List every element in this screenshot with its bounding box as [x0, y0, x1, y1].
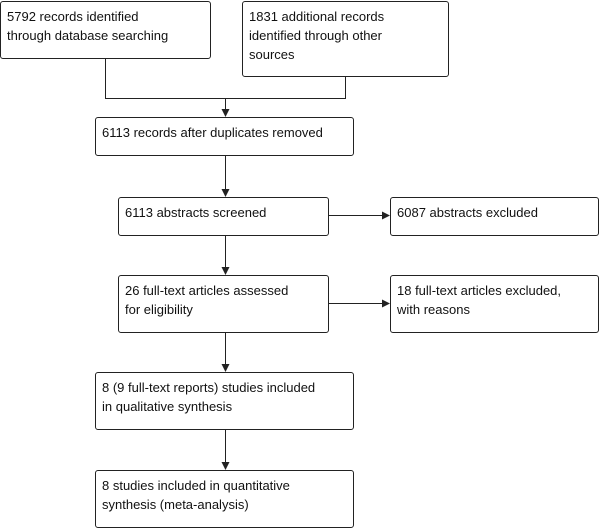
fulltext-excluded-line2: with reasons: [397, 302, 470, 317]
duplicates-removed-box: 6113 records after duplicates removed: [95, 117, 354, 156]
records-database-line1: 5792 records identified: [7, 9, 139, 24]
fulltext-excluded-box: 18 full-text articles excluded, with rea…: [390, 275, 599, 333]
records-database-line2: through database searching: [7, 28, 169, 43]
records-other-sources-box: 1831 additional records identified throu…: [242, 1, 449, 77]
fulltext-assessed-line1: 26 full-text articles assessed: [125, 283, 289, 298]
quantitative-synthesis-line2: synthesis (meta-analysis): [102, 497, 249, 512]
abstracts-excluded-line1: 6087 abstracts excluded: [397, 205, 538, 220]
qualitative-synthesis-line2: in qualitative synthesis: [102, 399, 233, 414]
fulltext-excluded-line1: 18 full-text articles excluded,: [397, 283, 562, 298]
duplicates-removed-line1: 6113 records after duplicates removed: [102, 125, 323, 140]
quantitative-synthesis-line1: 8 studies included in quantitative: [102, 478, 290, 493]
records-other-line3: sources: [249, 47, 295, 62]
abstracts-screened-line1: 6113 abstracts screened: [125, 205, 267, 220]
abstracts-screened-box: 6113 abstracts screened: [118, 197, 329, 236]
fulltext-assessed-line2: for eligibility: [125, 302, 193, 317]
quantitative-synthesis-box: 8 studies included in quantitative synth…: [95, 470, 354, 528]
records-other-line1: 1831 additional records: [249, 9, 385, 24]
qualitative-synthesis-box: 8 (9 full-text reports) studies included…: [95, 372, 354, 430]
records-other-line2: identified through other: [249, 28, 382, 43]
records-database-box: 5792 records identified through database…: [0, 1, 211, 59]
qualitative-synthesis-line1: 8 (9 full-text reports) studies included: [102, 380, 316, 395]
abstracts-excluded-box: 6087 abstracts excluded: [390, 197, 599, 236]
fulltext-assessed-box: 26 full-text articles assessed for eligi…: [118, 275, 329, 333]
